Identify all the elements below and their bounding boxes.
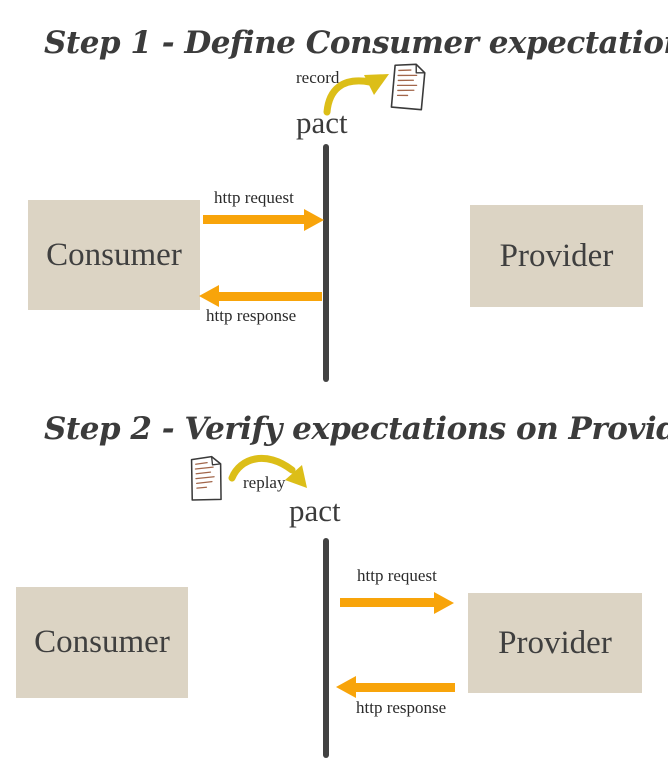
http-request-arrow: [340, 598, 434, 607]
http-response-label: http response: [206, 306, 297, 325]
consumer-box: Consumer: [16, 587, 188, 698]
step-2-title: Step 2 - Verify expectations on Provider: [44, 411, 668, 447]
pact-file-icon: [190, 455, 222, 501]
replay-label: replay: [243, 473, 286, 492]
http-request-arrowhead-icon: [434, 592, 454, 614]
provider-label: Provider: [498, 624, 612, 661]
http-request-label: http request: [214, 188, 294, 207]
http-response-arrow: [219, 292, 322, 301]
http-response-label: http response: [356, 698, 447, 717]
pact-lifeline: [323, 538, 329, 758]
record-arrow-icon: [323, 74, 389, 116]
replay-arrow-icon: [228, 454, 307, 488]
http-request-arrowhead-icon: [304, 209, 324, 231]
http-response-arrowhead-icon: [336, 676, 356, 698]
http-request-arrow: [203, 215, 304, 224]
consumer-label: Consumer: [34, 624, 170, 660]
consumer-box: Consumer: [28, 200, 200, 310]
http-request-label: http request: [357, 566, 437, 585]
http-response-arrowhead-icon: [199, 285, 219, 307]
provider-label: Provider: [499, 237, 614, 274]
consumer-label: Consumer: [46, 236, 182, 273]
record-label: record: [296, 68, 340, 87]
pact-label: pact: [296, 105, 348, 140]
http-response-arrow: [356, 683, 455, 692]
step-1-title: Step 1 - Define Consumer expectations: [44, 25, 668, 61]
pact-label: pact: [289, 493, 341, 528]
pact-lifeline: [323, 144, 329, 382]
pact-file-icon: [390, 63, 426, 111]
provider-box: Provider: [470, 205, 643, 307]
provider-box: Provider: [468, 593, 642, 693]
